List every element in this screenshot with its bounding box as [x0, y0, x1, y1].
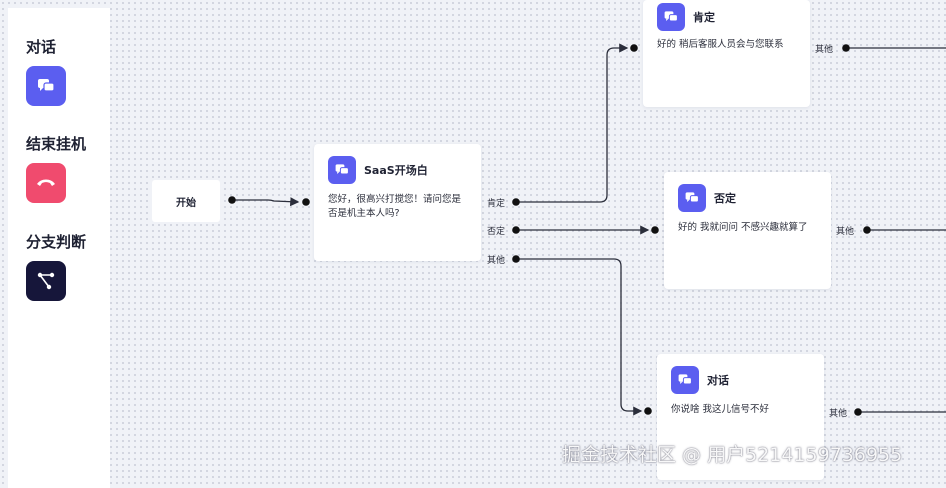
node-negative[interactable]: 否定 好的 我就问问 不感兴趣就算了 [664, 172, 831, 289]
port-dot-opening-other [512, 255, 520, 263]
node-negative-text: 好的 我就问问 不感兴趣就算了 [678, 222, 808, 233]
tool-hang-up[interactable]: 结束挂机 [26, 133, 86, 203]
node-opening-title: SaaS开场白 [364, 164, 428, 177]
node-other-text: 你说啥 我这儿信号不好 [671, 404, 770, 415]
chat-bubbles-icon [328, 156, 356, 184]
start-node-label: 开始 [176, 197, 196, 209]
edge-start-opening [233, 197, 300, 207]
chat-bubbles-icon[interactable] [26, 66, 66, 106]
hang-up-icon[interactable] [26, 163, 66, 203]
port-label-negative: 否定 [487, 227, 506, 237]
port-dot-other-in [644, 407, 652, 415]
node-positive-text: 好的 稍后客服人员会与您联系 [657, 39, 784, 50]
start-node[interactable]: 开始 [152, 180, 220, 222]
chat-bubbles-icon [657, 3, 685, 31]
port-dot-positive-out [842, 44, 850, 52]
tool-branch[interactable]: 分支判断 [26, 231, 86, 301]
node-negative-title: 否定 [714, 192, 736, 205]
tool-hang-up-label: 结束挂机 [26, 135, 87, 153]
port-dot-positive-in [630, 44, 638, 52]
port-dot-opening-positive [512, 198, 520, 206]
port-label-other-out: 其他 [829, 409, 848, 419]
tool-branch-label: 分支判断 [26, 233, 87, 251]
node-other-title: 对话 [707, 374, 729, 387]
port-dot-other-out [854, 408, 862, 416]
edge-other [516, 258, 643, 416]
component-sidebar: 对话 结束挂机 分支判断 [8, 8, 110, 488]
chat-bubbles-icon [671, 366, 699, 394]
tool-dialog[interactable]: 对话 [26, 36, 66, 106]
node-other[interactable]: 对话 你说啥 我这儿信号不好 [657, 354, 824, 480]
port-dot-start-out [228, 196, 236, 204]
port-label-other: 其他 [487, 256, 506, 266]
branch-icon[interactable] [26, 261, 66, 301]
port-dot-negative-in [651, 226, 659, 234]
node-positive-title: 肯定 [693, 11, 715, 24]
port-dot-opening-in [302, 198, 310, 206]
node-opening[interactable]: SaaS开场白 您好，很高兴打搅您！请问您是否是机主本人吗? [314, 144, 481, 261]
node-positive[interactable]: 肯定 好的 稍后客服人员会与您联系 [643, 0, 810, 107]
port-dot-opening-negative [512, 226, 520, 234]
port-label-positive-out: 其他 [815, 45, 834, 55]
watermark: 掘金技术社区 @ 用户5214159736955 [562, 444, 903, 466]
port-dot-negative-out [863, 226, 871, 234]
chat-bubbles-icon [678, 184, 706, 212]
port-label-positive: 肯定 [487, 199, 506, 209]
node-opening-text: 您好，很高兴打搅您！请问您是否是机主本人吗? [328, 194, 462, 219]
port-label-negative-out: 其他 [836, 227, 855, 237]
edge-positive [516, 43, 629, 203]
tool-dialog-label: 对话 [26, 38, 57, 56]
